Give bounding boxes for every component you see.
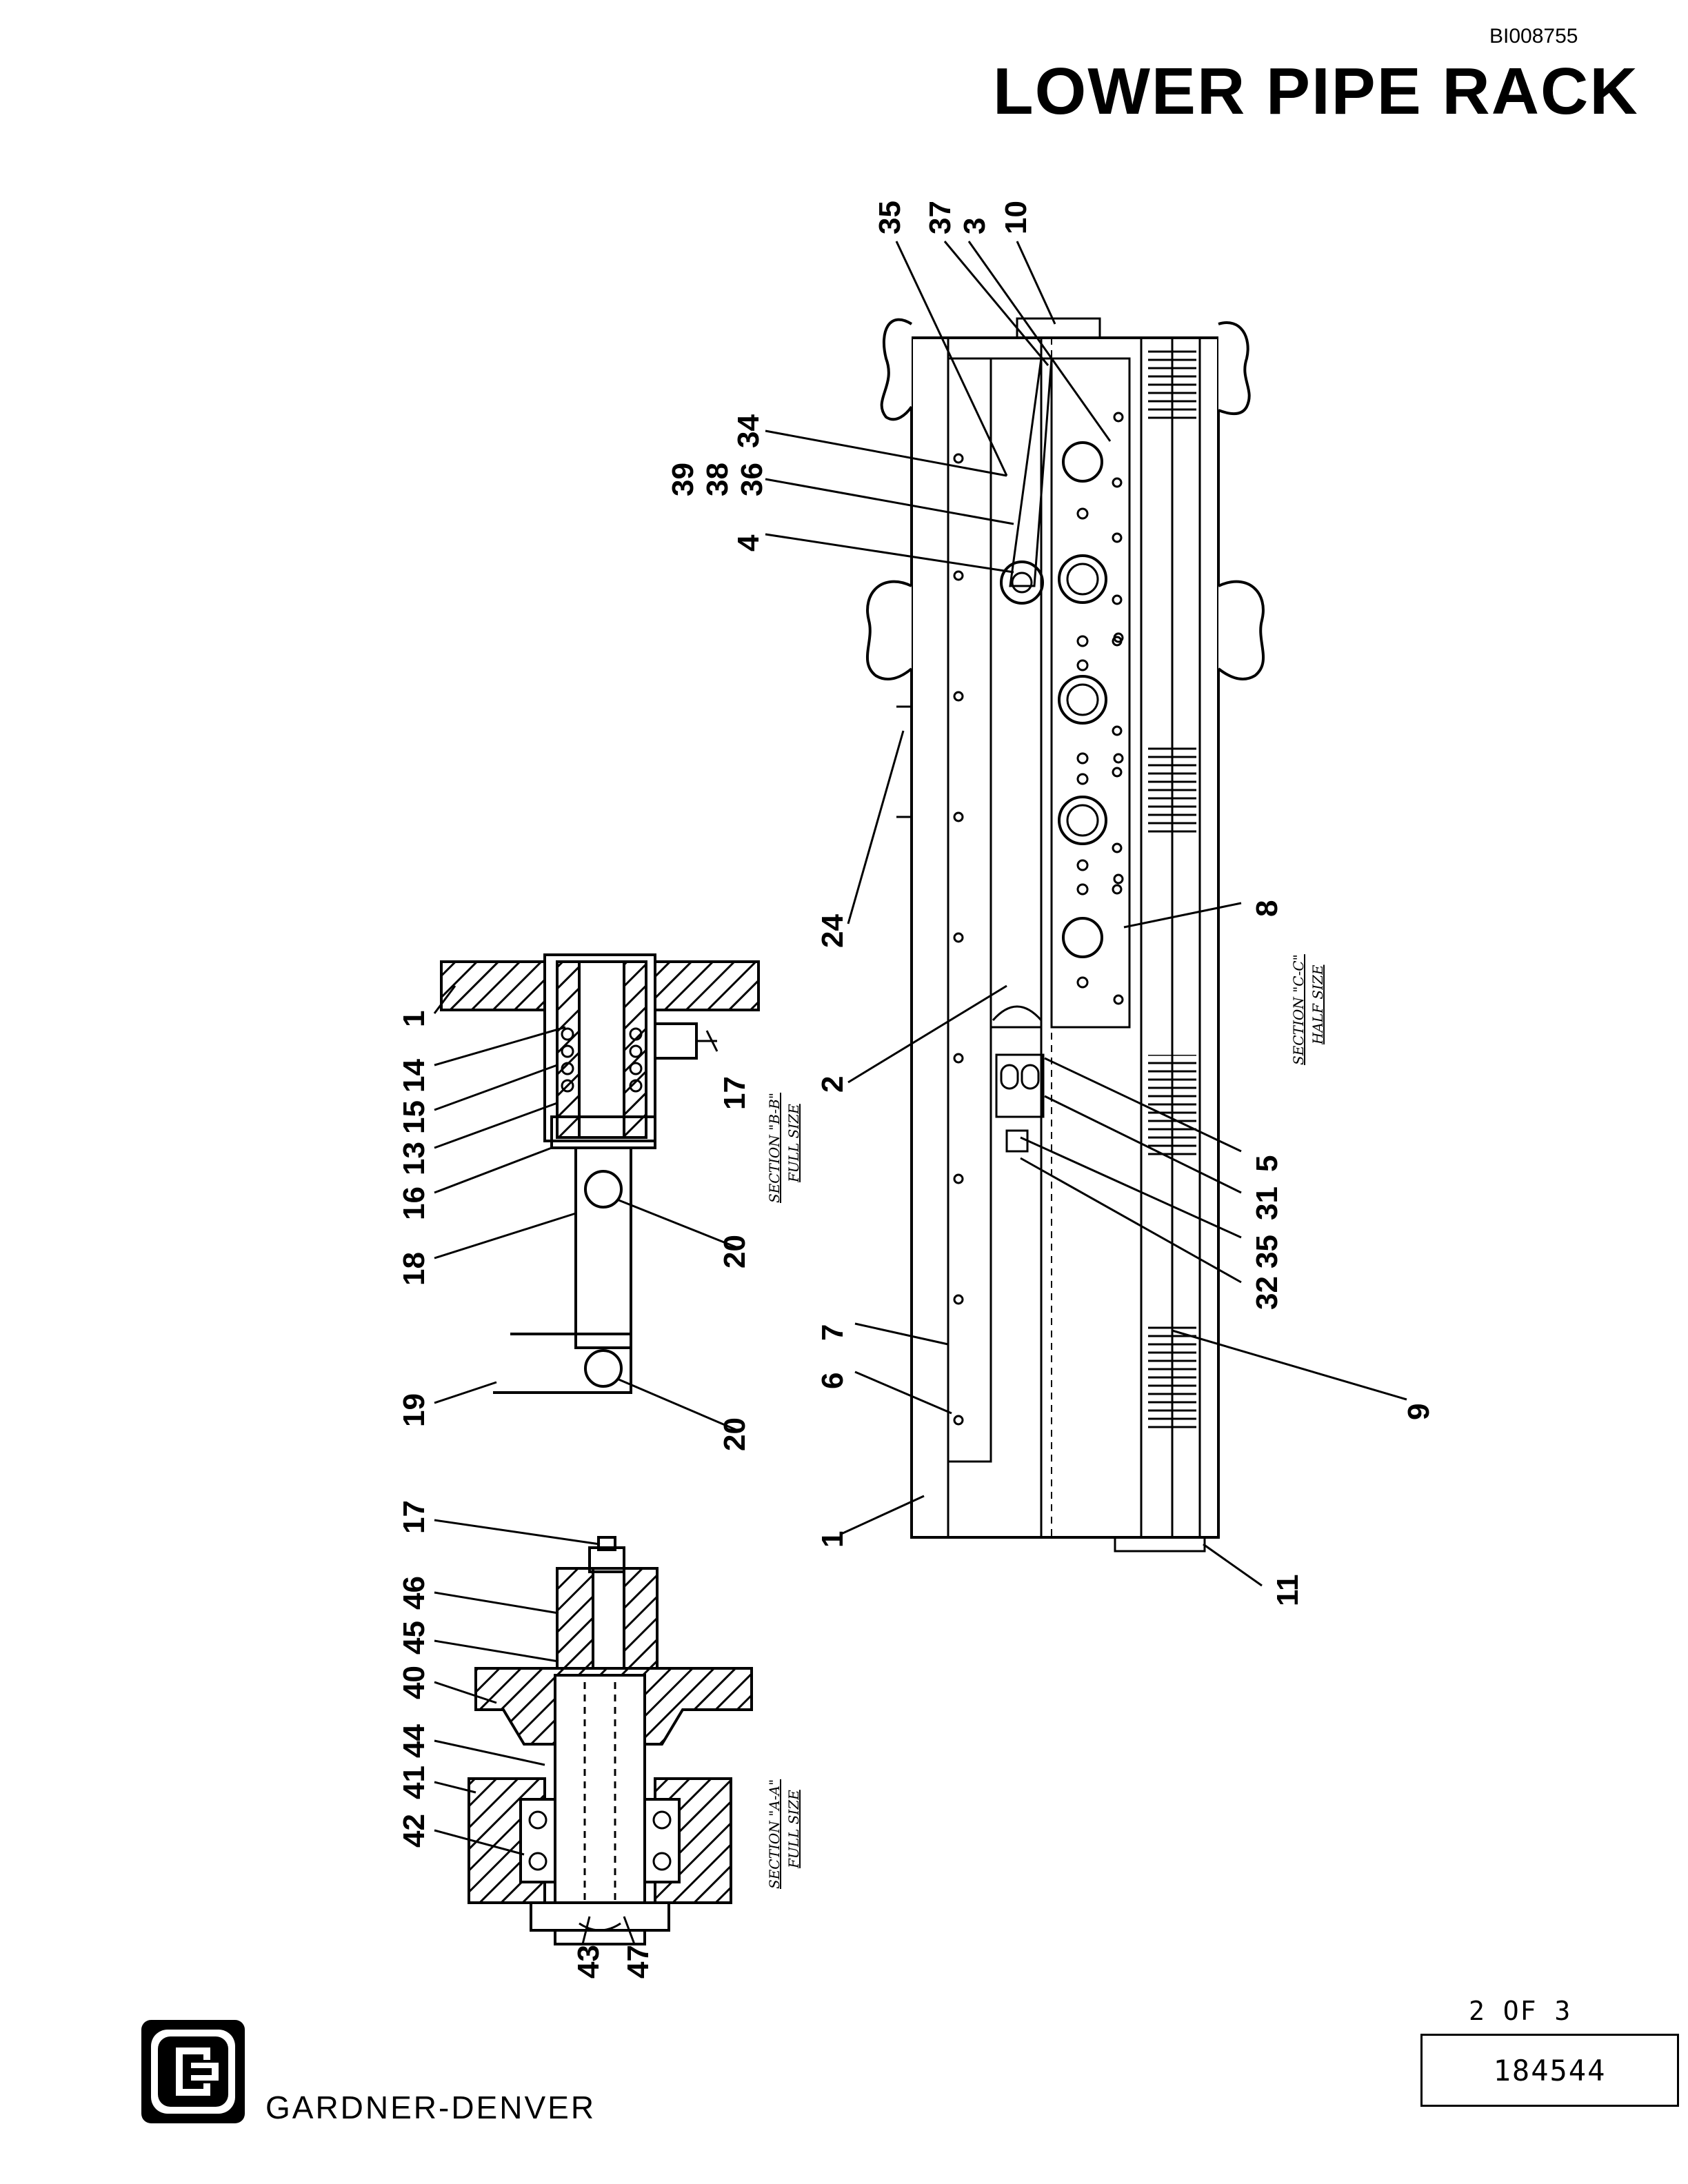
callout-bb-16: 16 bbox=[397, 1186, 431, 1220]
callout-38: 38 bbox=[701, 463, 734, 496]
finger-plate bbox=[1050, 357, 1131, 1029]
callout-3: 3 bbox=[958, 218, 992, 234]
callout-4: 4 bbox=[732, 534, 765, 552]
latch-finger bbox=[1009, 357, 1053, 587]
callout-aa-47: 47 bbox=[621, 1945, 655, 1979]
section-cc-scale: HALF SIZE bbox=[1309, 964, 1326, 1045]
callout-39: 39 bbox=[666, 463, 700, 496]
callout-bb-19: 19 bbox=[397, 1393, 431, 1427]
bb-lower-link bbox=[493, 1333, 632, 1394]
section-bb-title: SECTION "B-B" bbox=[766, 1093, 783, 1203]
gardner-denver-logo-icon bbox=[141, 2020, 245, 2123]
page-title: LOWER PIPE RACK bbox=[993, 54, 1639, 128]
callout-6: 6 bbox=[816, 1373, 850, 1389]
document-id: BI008755 bbox=[1489, 25, 1578, 48]
leader-lines bbox=[433, 241, 1407, 1945]
callout-aa-42: 42 bbox=[397, 1814, 431, 1848]
callout-bb-20-upper: 20 bbox=[718, 1235, 752, 1268]
callout-37: 37 bbox=[923, 201, 957, 234]
callout-bb-20-lower: 20 bbox=[718, 1417, 752, 1451]
section-aa-scale: FULL SIZE bbox=[785, 1790, 802, 1869]
callout-8: 8 bbox=[1250, 900, 1284, 917]
callout-11: 11 bbox=[1271, 1574, 1305, 1606]
section-bb-scale: FULL SIZE bbox=[785, 1104, 802, 1183]
callout-5: 5 bbox=[1250, 1155, 1284, 1172]
callout-bb-15: 15 bbox=[397, 1100, 431, 1134]
callout-7: 7 bbox=[816, 1324, 850, 1341]
brand-name: GARDNER-DENVER bbox=[265, 2090, 596, 2125]
roller bbox=[1058, 554, 1107, 604]
callout-10: 10 bbox=[999, 201, 1033, 234]
callout-32: 32 bbox=[1250, 1276, 1284, 1310]
roller bbox=[1058, 796, 1107, 845]
roller bbox=[1062, 917, 1103, 958]
part-number: 184544 bbox=[1493, 2053, 1607, 2087]
callout-aa-45: 45 bbox=[397, 1621, 431, 1655]
callout-bb-14: 14 bbox=[397, 1059, 431, 1093]
callout-aa-43: 43 bbox=[572, 1945, 605, 1979]
section-aa-title: SECTION "A-A" bbox=[766, 1779, 783, 1889]
finger-link bbox=[989, 357, 1043, 1029]
callout-9: 9 bbox=[1402, 1404, 1436, 1420]
callout-bb-18: 18 bbox=[397, 1252, 431, 1286]
main-view-section-cc bbox=[865, 317, 1265, 1553]
page-number: 2 OF 3 bbox=[1469, 1996, 1572, 2026]
roller bbox=[1058, 675, 1107, 725]
section-aa-callouts: 17 46 45 40 44 41 42 43 47 bbox=[397, 1500, 655, 1979]
callout-aa-44: 44 bbox=[397, 1724, 431, 1758]
callout-aa-46: 46 bbox=[397, 1576, 431, 1610]
roller bbox=[1062, 441, 1103, 483]
callout-bb-17: 17 bbox=[718, 1076, 752, 1110]
section-bb-callouts: 1 14 15 13 16 18 17 20 19 20 bbox=[397, 1011, 752, 1451]
callout-31: 31 bbox=[1250, 1186, 1284, 1220]
bb-grease-block bbox=[654, 1022, 698, 1060]
callout-24: 24 bbox=[816, 914, 850, 948]
callout-bb-1: 1 bbox=[397, 1011, 431, 1027]
callout-1: 1 bbox=[816, 1531, 850, 1548]
callout-35-lower: 35 bbox=[1250, 1235, 1284, 1268]
section-labels: SECTION "C-C" HALF SIZE SECTION "B-B" FU… bbox=[766, 954, 1326, 1889]
aa-shaft bbox=[554, 1674, 646, 1945]
callout-34: 34 bbox=[732, 414, 765, 448]
callout-35: 35 bbox=[873, 201, 907, 234]
main-callouts: 35 37 3 10 34 39 38 36 4 24 8 2 5 31 35 … bbox=[666, 201, 1436, 1606]
section-bb-view bbox=[440, 953, 760, 1394]
callout-2: 2 bbox=[816, 1076, 850, 1093]
callout-aa-41: 41 bbox=[397, 1766, 431, 1799]
callout-bb-13: 13 bbox=[397, 1142, 431, 1175]
callout-aa-40: 40 bbox=[397, 1666, 431, 1699]
bb-link-arm bbox=[574, 1146, 632, 1349]
latch-block bbox=[995, 1053, 1045, 1118]
section-cc-title: SECTION "C-C" bbox=[1290, 954, 1307, 1065]
callout-aa-17: 17 bbox=[397, 1500, 431, 1534]
slide-bar-left bbox=[947, 357, 992, 1463]
callout-36: 36 bbox=[735, 463, 769, 496]
bottom-stub bbox=[1114, 1536, 1206, 1553]
section-aa-view bbox=[468, 1536, 753, 1945]
part-number-box: 184544 bbox=[1420, 2034, 1679, 2107]
